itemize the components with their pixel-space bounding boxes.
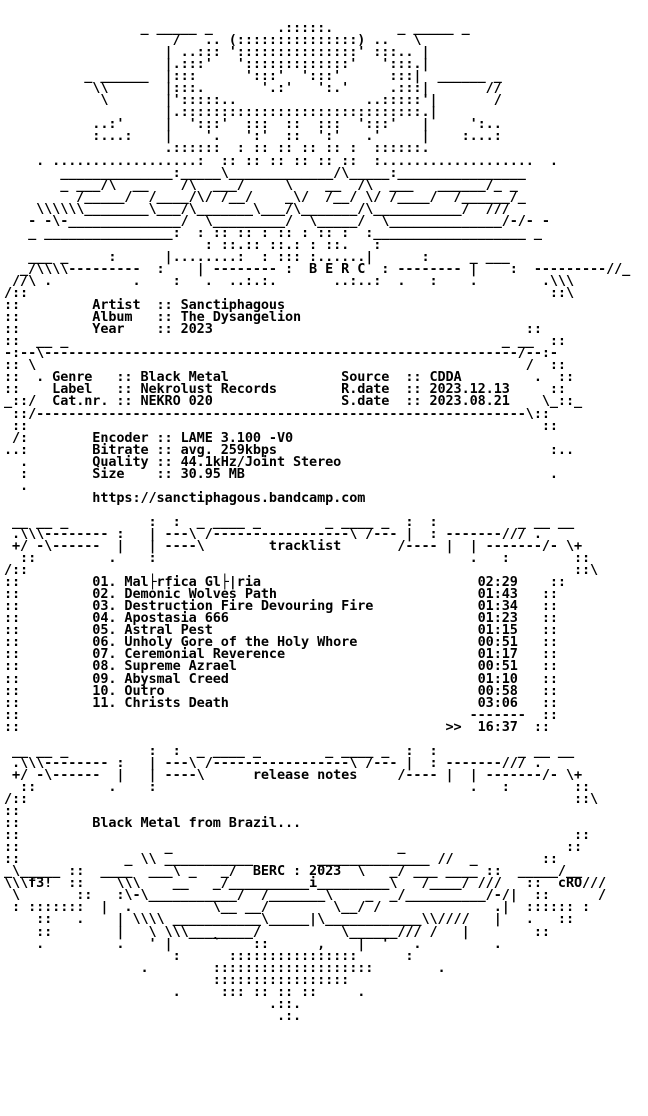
nfo-document: _ _____ _ .:::::. _ _____ _ / .. (::::::… — [4, 20, 631, 1024]
